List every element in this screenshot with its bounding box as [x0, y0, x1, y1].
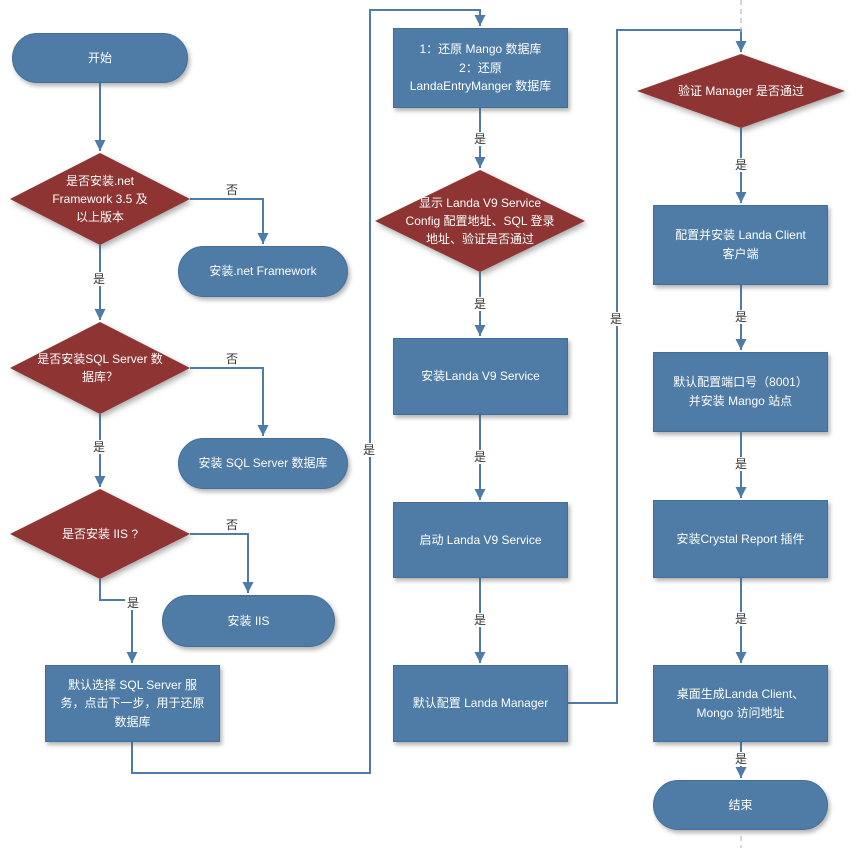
node-install-crystal-report: 安装Crystal Report 插件 — [653, 500, 828, 578]
edge-check-iis-yes — [99, 579, 138, 663]
edge-label-no-sql: 否 — [224, 352, 241, 366]
decision-label: 显示 Landa V9 Service Config 配置地址、SQL 登录 地… — [405, 196, 555, 246]
edge-label-yes-install-service: 是 — [472, 450, 489, 464]
edge-label-yes-sql: 是 — [91, 440, 108, 454]
edge-label-yes-verify: 是 — [733, 158, 750, 172]
node-check-iis: 是否安装 IIS ? — [10, 489, 190, 579]
node-end: 结束 — [653, 780, 828, 830]
node-verify-manager: 验证 Manager 是否通过 — [637, 54, 845, 128]
node-select-sql-service: 默认选择 SQL Server 服 务，点击下一步，用于还原 数据库 — [45, 665, 220, 742]
decision-label: 是否安装SQL Server 数 据库？ — [37, 352, 163, 384]
node-install-sql-server: 安装 SQL Server 数据库 — [178, 438, 348, 489]
decision-label: 是否安装 IIS ? — [61, 527, 138, 541]
edge-label-yes-crystal: 是 — [733, 612, 750, 626]
edge-label-yes-desktop: 是 — [733, 752, 750, 766]
node-check-net-framework: 是否安装.net Framework 3.5 及 以上版本 — [10, 153, 190, 245]
edge-label-yes-restore: 是 — [472, 132, 489, 146]
edge-label-yes-net: 是 — [91, 272, 108, 286]
edge-check-sql-no — [190, 367, 269, 436]
node-check-sql-server: 是否安装SQL Server 数 据库？ — [10, 322, 190, 414]
node-install-iis: 安装 IIS — [162, 595, 335, 647]
edge-label-yes-iis: 是 — [125, 596, 142, 610]
node-desktop-shortcuts: 桌面生成Landa Client、 Mongo 访问地址 — [653, 665, 828, 742]
edge-label-yes-start-service: 是 — [472, 613, 489, 627]
node-start-landa-service: 启动 Landa V9 Service — [393, 502, 568, 578]
node-config-port-mango: 默认配置端口号（8001） 并安装 Mango 站点 — [653, 352, 828, 432]
node-start: 开始 — [12, 33, 188, 83]
node-install-landa-service: 安装Landa V9 Service — [393, 338, 568, 415]
node-install-net-framework: 安装.net Framework — [178, 246, 348, 297]
edge-label-no-iis: 否 — [224, 518, 241, 532]
edge-label-yes-config: 是 — [472, 297, 489, 311]
edge-label-no-net: 否 — [224, 183, 241, 197]
decision-label: 是否安装.net Framework 3.5 及 以上版本 — [52, 174, 148, 224]
edge-label-yes-col2-col3: 是 — [608, 312, 625, 326]
edge-label-yes-client: 是 — [733, 310, 750, 324]
edge-col2-to-col3 — [568, 29, 747, 704]
decision-label: 验证 Manager 是否通过 — [677, 84, 805, 98]
edge-label-yes-port: 是 — [733, 457, 750, 471]
node-config-landa-manager: 默认配置 Landa Manager — [393, 665, 568, 742]
node-install-landa-client: 配置并安装 Landa Client 客户端 — [653, 205, 828, 285]
edge-label-yes-col1-col2: 是 — [361, 443, 378, 457]
edge-check-iis-no — [190, 533, 254, 593]
node-show-service-config: 显示 Landa V9 Service Config 配置地址、SQL 登录 地… — [375, 170, 585, 272]
node-restore-databases: 1：还原 Mango 数据库 2：还原 LandaEntryManger 数据库 — [393, 28, 568, 108]
edge-check-net-no — [190, 198, 269, 244]
edge-col1-to-col2 — [131, 9, 486, 774]
